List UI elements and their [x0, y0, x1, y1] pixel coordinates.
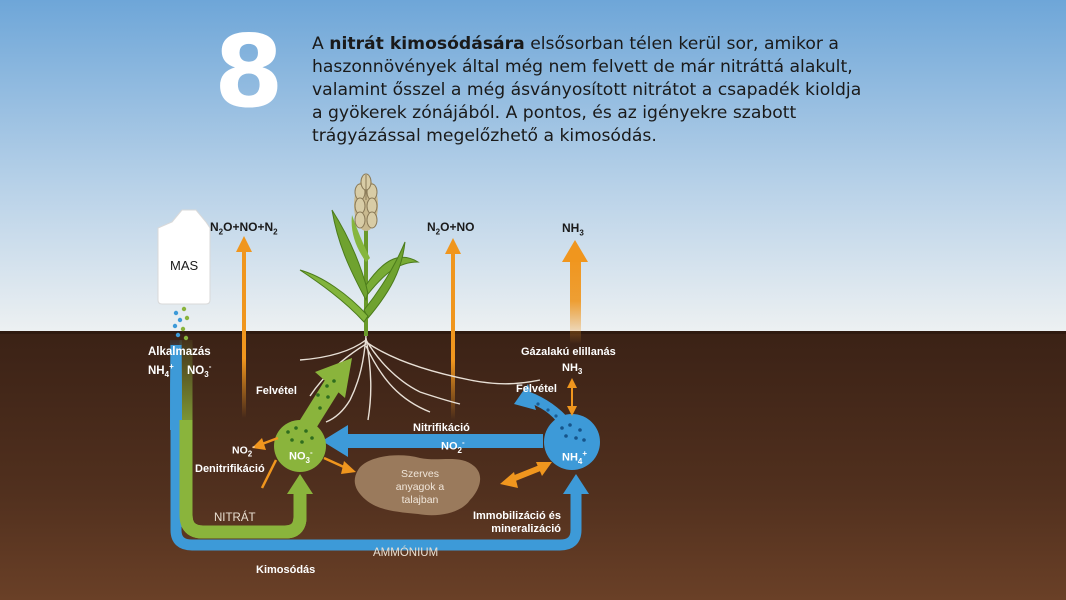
uptake-right-label: Felvétel	[516, 383, 557, 395]
denitrification-arrow	[260, 436, 279, 489]
uptake-left-label: Felvétel	[256, 385, 297, 397]
no2-left-label: NO2-	[232, 442, 255, 459]
application-nh4-label: NH4+	[148, 362, 174, 380]
nitrate-uptake-arrow	[300, 358, 352, 430]
intro-prefix: A	[312, 34, 330, 54]
nitrate-leaching-arrowhead	[287, 474, 313, 494]
denitrification-label: Denitrifikáció	[195, 463, 265, 475]
ammonium-leaching-path	[170, 345, 582, 551]
plant-roots	[299, 335, 541, 423]
immobilization-label: Immobilizáció és mineralizáció	[472, 510, 561, 535]
nitrate-pool-label: NO3-	[289, 448, 313, 465]
gas-arrow-nitrification	[445, 238, 461, 420]
gas-arrow-ammonia	[562, 240, 588, 344]
ammonium-pool-dots	[560, 423, 586, 442]
ammonium-pool-label: NH4+	[562, 449, 588, 466]
ammonium-pool-circle	[544, 414, 600, 470]
intro-rest: elsősorban télen kerül sor, amikor a has…	[312, 34, 862, 146]
immobilization-arrow	[500, 462, 552, 488]
gas-arrow-denitrification	[236, 236, 252, 418]
organic-matter-label: Szerves anyagok a talajban	[395, 468, 445, 506]
gas-nitrification-label: N2O+NO	[427, 220, 475, 237]
leaching-label: Kimosódás	[256, 564, 316, 576]
wheat-plant	[299, 173, 420, 336]
organic-matter-blob	[354, 455, 481, 516]
nitrification-arrow	[322, 425, 543, 457]
gaseous-loss-label: Gázalakú elillanás	[521, 346, 616, 358]
step-number: 8	[214, 13, 284, 130]
intro-paragraph: A nitrát kimosódására elsősorban télen k…	[312, 33, 872, 148]
gaseous-nh3-label: NH3	[562, 362, 583, 377]
ammonium-path-label: AMMÓNIUM	[373, 547, 439, 559]
intro-highlight: nitrát kimosódására	[329, 34, 525, 54]
ammonium-leaching-arrowhead	[563, 474, 589, 494]
nitrate-path-label: NITRÁT	[214, 512, 256, 524]
mineralization-arrow-to-no3	[323, 456, 356, 474]
soil-horizon-line	[0, 331, 1066, 334]
nitrification-no2-label: NO2-	[441, 438, 465, 455]
gas-denitrification-label: N2O+NO+N2	[210, 220, 278, 237]
nitrification-label: Nitrifikáció	[413, 422, 470, 434]
fertilizer-bag-label: MAS	[170, 258, 199, 273]
application-no3-label: NO3-	[187, 362, 212, 380]
fertilizer-granules	[172, 306, 190, 341]
gas-ammonia-label: NH3	[562, 221, 584, 238]
fertilizer-bag	[157, 209, 211, 305]
nitrate-pool-dots	[286, 426, 314, 444]
application-label: Alkalmazás	[148, 346, 211, 358]
